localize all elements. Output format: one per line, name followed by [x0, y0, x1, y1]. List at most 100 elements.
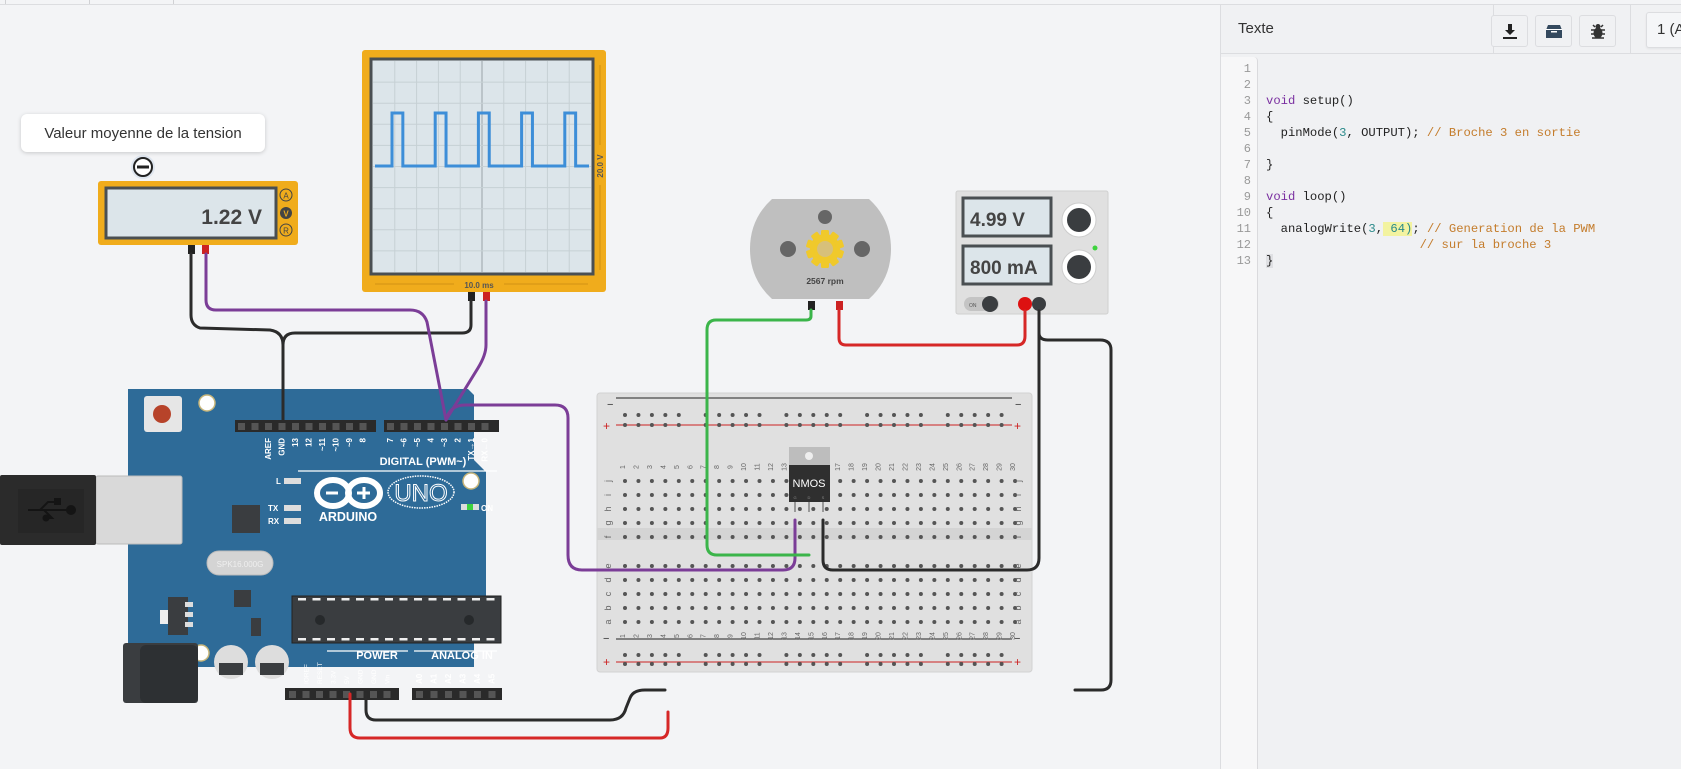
rail-hole[interactable]: [959, 662, 964, 666]
wire-5v-rail[interactable]: [348, 692, 670, 740]
breadboard[interactable]: − + − + − + − + 112233445566778899101011…: [596, 392, 1033, 673]
rail-hole[interactable]: [649, 662, 654, 666]
bb-hole[interactable]: [892, 479, 896, 483]
header-pin[interactable]: [427, 423, 435, 430]
bb-hole[interactable]: [784, 606, 789, 610]
header-pin[interactable]: [370, 691, 377, 698]
rail-hole[interactable]: [918, 662, 923, 666]
rail-hole[interactable]: [878, 662, 883, 666]
bb-hole[interactable]: [972, 578, 977, 582]
rail-hole[interactable]: [824, 423, 829, 427]
bb-hole[interactable]: [784, 493, 789, 497]
bb-hole[interactable]: [717, 493, 722, 497]
bb-hole[interactable]: [636, 564, 641, 568]
wire-source-supply[interactable]: [821, 309, 1041, 572]
bb-hole[interactable]: [703, 578, 708, 582]
bb-hole[interactable]: [972, 493, 977, 497]
bb-hole[interactable]: [649, 493, 654, 497]
bb-hole[interactable]: [784, 507, 789, 511]
rail-hole[interactable]: [797, 662, 802, 666]
rail-hole[interactable]: [838, 423, 843, 427]
header-pin[interactable]: [414, 423, 421, 430]
bb-hole[interactable]: [865, 521, 870, 525]
reset-button[interactable]: [144, 396, 182, 432]
bb-hole[interactable]: [824, 620, 829, 624]
bb-hole[interactable]: [1013, 493, 1018, 497]
bb-hole[interactable]: [717, 479, 722, 483]
bb-hole[interactable]: [770, 564, 775, 568]
bb-hole[interactable]: [999, 521, 1004, 525]
bb-hole[interactable]: [770, 578, 775, 582]
bb-hole[interactable]: [623, 521, 627, 525]
rail-hole[interactable]: [918, 653, 923, 657]
bb-hole[interactable]: [690, 592, 695, 596]
bb-hole[interactable]: [918, 564, 923, 568]
power-switch[interactable]: ON: [964, 296, 999, 312]
header-pin[interactable]: [441, 423, 448, 430]
bb-hole[interactable]: [717, 564, 722, 568]
bb-hole[interactable]: [1013, 620, 1018, 624]
rail-hole[interactable]: [676, 423, 681, 427]
bb-hole[interactable]: [744, 493, 749, 497]
mode-ohmmeter[interactable]: R: [279, 223, 293, 237]
libraries-button[interactable]: [1535, 15, 1572, 47]
motor-terminal-black[interactable]: [808, 301, 815, 310]
bb-hole[interactable]: [797, 620, 802, 624]
bb-hole[interactable]: [623, 493, 627, 497]
current-knob[interactable]: [1061, 245, 1098, 285]
rail-hole[interactable]: [744, 653, 749, 657]
bb-hole[interactable]: [918, 578, 923, 582]
bb-hole[interactable]: [730, 592, 735, 596]
rail-hole[interactable]: [999, 662, 1004, 666]
bb-hole[interactable]: [918, 479, 923, 483]
bb-hole[interactable]: [918, 592, 923, 596]
bb-hole[interactable]: [959, 606, 964, 610]
code-line[interactable]: // sur la broche 3: [1266, 237, 1552, 253]
bb-hole[interactable]: [986, 564, 991, 568]
header-pin[interactable]: [459, 691, 467, 698]
bb-hole[interactable]: [945, 606, 950, 610]
bb-hole[interactable]: [797, 592, 802, 596]
bb-hole[interactable]: [690, 620, 695, 624]
header-pin[interactable]: [468, 423, 475, 430]
header-pin[interactable]: [251, 423, 259, 430]
mode-voltmeter[interactable]: V: [280, 207, 292, 219]
bb-hole[interactable]: [932, 507, 937, 511]
bb-hole[interactable]: [892, 493, 896, 497]
rail-hole[interactable]: [649, 413, 654, 417]
bb-hole[interactable]: [663, 578, 668, 582]
bb-hole[interactable]: [703, 592, 708, 596]
rail-hole[interactable]: [730, 662, 735, 666]
bb-hole[interactable]: [986, 493, 991, 497]
bb-hole[interactable]: [744, 564, 749, 568]
bb-hole[interactable]: [636, 578, 641, 582]
power-header[interactable]: [285, 688, 399, 700]
rail-hole[interactable]: [717, 423, 722, 427]
rail-hole[interactable]: [636, 413, 641, 417]
rail-hole[interactable]: [838, 653, 843, 657]
bb-hole[interactable]: [770, 479, 775, 483]
bb-hole[interactable]: [770, 493, 775, 497]
bb-hole[interactable]: [905, 521, 910, 525]
bb-hole[interactable]: [918, 606, 923, 610]
rail-hole[interactable]: [986, 413, 991, 417]
header-pin[interactable]: [445, 691, 452, 698]
bb-hole[interactable]: [851, 620, 856, 624]
bb-hole[interactable]: [730, 578, 735, 582]
bb-hole[interactable]: [1013, 479, 1018, 483]
bb-hole[interactable]: [932, 606, 937, 610]
bb-hole[interactable]: [757, 564, 762, 568]
header-pin[interactable]: [430, 691, 438, 698]
bb-hole[interactable]: [690, 521, 695, 525]
bb-hole[interactable]: [811, 564, 816, 568]
bb-hole[interactable]: [676, 620, 681, 624]
rail-hole[interactable]: [905, 662, 910, 666]
bb-hole[interactable]: [770, 620, 775, 624]
bb-hole[interactable]: [945, 564, 950, 568]
rail-hole[interactable]: [811, 653, 816, 657]
bb-hole[interactable]: [663, 592, 668, 596]
bb-hole[interactable]: [999, 479, 1004, 483]
bb-hole[interactable]: [878, 592, 883, 596]
header-pin[interactable]: [278, 423, 286, 430]
